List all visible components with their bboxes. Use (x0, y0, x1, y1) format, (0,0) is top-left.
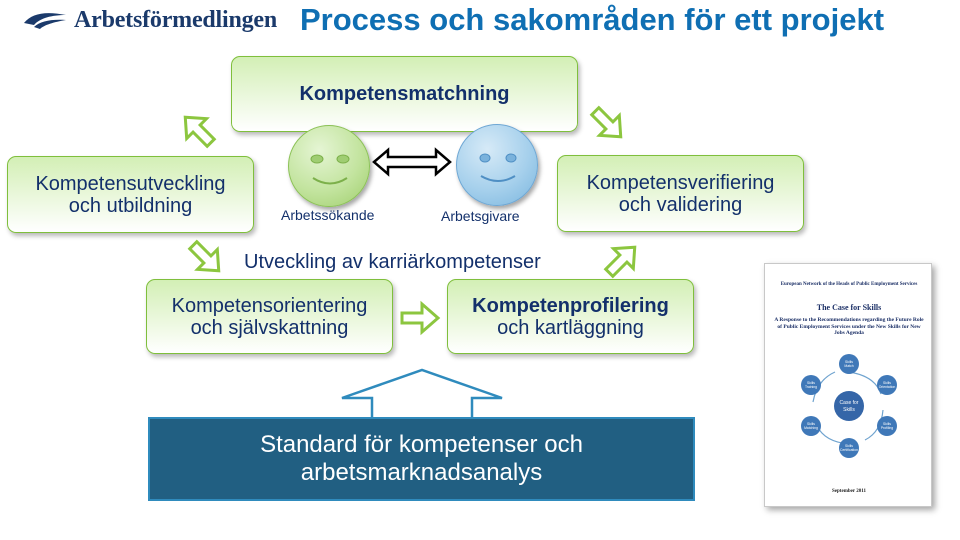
box-kompetensutveckling: Kompetensutveckling och utbildning (7, 156, 254, 233)
box-label-line1: Kompetensverifiering (586, 171, 775, 194)
doc-node-line2: Match (844, 364, 853, 368)
skills-cycle-diagram: Case for Skills Skills Match Skills Orie… (801, 354, 897, 458)
big-up-arrow-icon (341, 368, 503, 420)
doc-network: European Network of the Heads of Public … (780, 282, 918, 287)
doc-node-line1: Skills (845, 360, 853, 364)
double-arrow-icon (372, 147, 452, 177)
box-kompetensmatchning: Kompetensmatchning (231, 56, 578, 132)
box-label-line1: Kompetensorientering (171, 294, 368, 317)
arrow-down-right-icon (589, 105, 623, 139)
face-label-arbetssokande: Arbetssökande (281, 207, 375, 223)
doc-center-line1: Case for (840, 400, 859, 406)
standard-line1: Standard för kompetenser och (260, 431, 583, 459)
doc-node (801, 375, 821, 395)
arrow-up-right-icon (603, 245, 637, 279)
doc-node-line1: Skills (845, 444, 853, 448)
doc-center-line2: Skills (843, 407, 855, 413)
box-kompetensorientering: Kompetensorientering och självskattning (146, 279, 393, 354)
box-kompetenprofilering: Kompetenprofilering och kartläggning (447, 279, 694, 354)
box-label-line2: och utbildning (68, 194, 193, 217)
arrow-up-left-icon (183, 115, 217, 149)
doc-node (877, 375, 897, 395)
doc-node-line1: Skills (807, 422, 815, 426)
logo: Arbetsförmedlingen (22, 6, 277, 34)
doc-node-line2: Orientation (879, 385, 896, 389)
arrow-right-icon (400, 300, 441, 336)
doc-date: September 2011 (832, 489, 866, 494)
doc-node (801, 416, 821, 436)
doc-node (877, 416, 897, 436)
face-label-arbetsgivare: Arbetsgivare (441, 208, 520, 224)
karriarkompetenser-title: Utveckling av karriärkompetenser (244, 251, 541, 273)
doc-node-line2: Training (805, 385, 817, 389)
doc-node-line1: Skills (807, 381, 815, 385)
arbetsformedlingen-logo-icon (24, 13, 66, 29)
box-label-line2: och validering (618, 193, 743, 216)
page-title: Process och sakområden för ett projekt (300, 2, 885, 37)
box-label: Kompetensmatchning (299, 83, 510, 105)
arbetssokande-face-icon (288, 125, 370, 207)
standard-line2: arbetsmarknadsanalys (300, 459, 543, 486)
doc-node-line2: Certification (840, 448, 858, 452)
doc-node (839, 438, 859, 458)
box-label-line1: Kompetensutveckling (35, 172, 226, 195)
box-label-line2: och självskattning (190, 316, 349, 339)
arbetsgivare-face-icon (456, 124, 538, 206)
box-kompetensverifiering: Kompetensverifiering och validering (557, 155, 804, 232)
doc-node-line2: Matching (804, 426, 818, 430)
doc-node-line1: Skills (883, 381, 891, 385)
logo-text: Arbetsförmedlingen (74, 6, 278, 33)
box-label-line1: Kompetenprofilering (472, 294, 669, 317)
standard-box: Standard för kompetenser och arbetsmarkn… (148, 417, 695, 501)
doc-title: The Case for Skills (816, 303, 882, 312)
doc-node (839, 354, 859, 374)
doc-subtitle: A Response to the Recommendations regard… (774, 317, 924, 337)
doc-center-node (834, 391, 864, 421)
case-for-skills-document: European Network of the Heads of Public … (764, 263, 932, 507)
arrow-down-right-icon (187, 239, 221, 273)
box-label-line2: och kartläggning (497, 316, 644, 339)
doc-node-line2: Profiling (881, 426, 893, 430)
doc-node-line1: Skills (883, 422, 891, 426)
